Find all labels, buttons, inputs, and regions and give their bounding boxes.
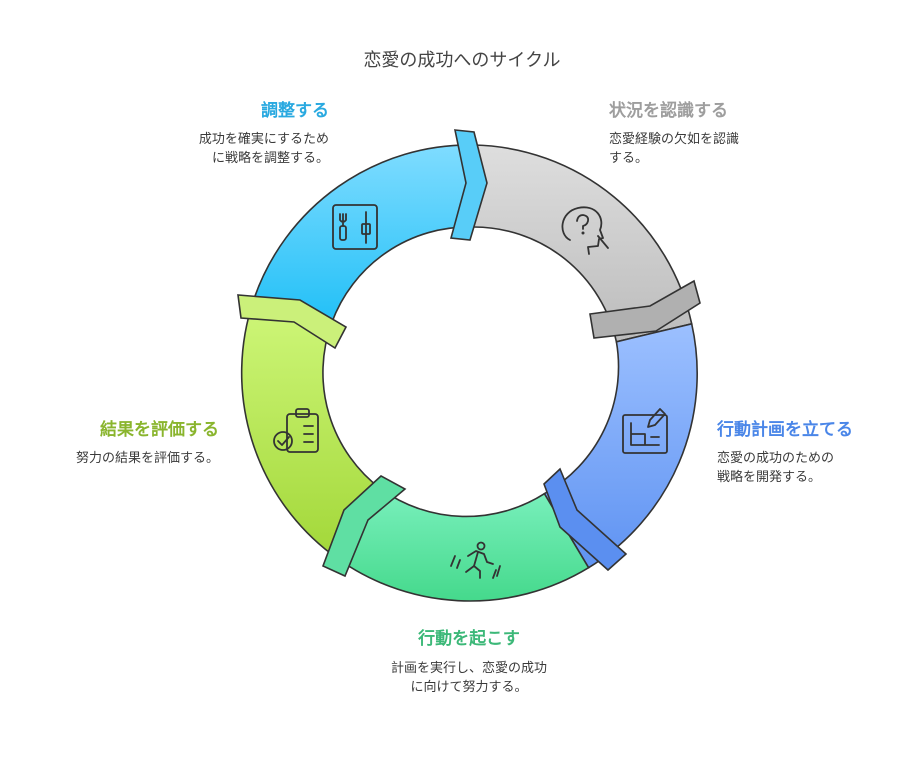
stage-label-evaluate: 結果を評価する (100, 420, 219, 440)
stage-desc-adjust-line-1: 成功を確実にするため (198, 132, 329, 147)
stage-desc-adjust-line-2: に戦略を調整する。 (211, 151, 329, 166)
stage-desc-assess-line-2: する。 (609, 151, 649, 166)
connector-plan-to-act (543, 467, 628, 572)
stage-desc-adjust: 成功を確実にするため に戦略を調整する。 (199, 130, 329, 168)
head-question-icon (561, 206, 609, 255)
running-person-icon (450, 541, 501, 579)
blueprint-pencil-icon (622, 408, 668, 454)
tools-icon (332, 204, 378, 250)
stage-desc-evaluate: 努力の結果を評価する。 (76, 449, 219, 468)
segment-assess (471, 144, 693, 343)
connector-evaluate-to-adjust (237, 294, 348, 350)
stage-desc-act: 計画を実行し、恋愛の成功 に向けて努力する。 (344, 659, 594, 697)
stage-desc-assess-line-1: 恋愛経験の欠如を認識 (609, 132, 740, 147)
stage-label-assess: 状況を認識する (609, 101, 728, 121)
stage-desc-act-line-2: に向けて努力する。 (410, 680, 528, 695)
segment-plan (543, 322, 698, 569)
stage-desc-assess: 恋愛経験の欠如を認識 する。 (609, 130, 739, 168)
stage-desc-plan: 恋愛の成功のための 戦略を開発する。 (717, 449, 834, 487)
connector-assess-to-plan (589, 279, 701, 339)
stage-desc-plan-line-2: 戦略を開発する。 (717, 470, 822, 485)
stage-desc-evaluate-line-1: 努力の結果を評価する。 (75, 451, 219, 466)
stage-label-plan: 行動計画を立てる (717, 420, 853, 440)
clipboard-check-icon (273, 408, 319, 453)
stage-label-adjust: 調整する (261, 101, 329, 121)
stage-desc-act-line-1: 計画を実行し、恋愛の成功 (390, 661, 547, 676)
connector-adjust-to-assess (449, 129, 488, 241)
diagram-title: 恋愛の成功へのサイクル (363, 50, 561, 71)
connector-act-to-evaluate (321, 475, 407, 578)
stage-desc-plan-line-1: 恋愛の成功のための (717, 451, 835, 466)
stage-label-act: 行動を起こす (418, 629, 520, 649)
